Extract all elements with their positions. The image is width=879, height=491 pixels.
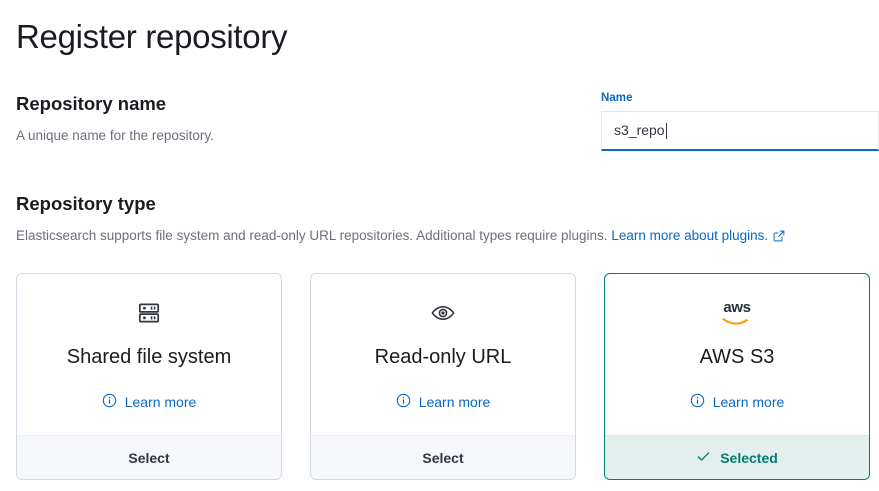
- repository-name-description: A unique name for the repository.: [16, 128, 214, 144]
- card-body: aws AWS S3 Learn more: [605, 274, 869, 435]
- repository-name-info: Repository name A unique name for the re…: [16, 93, 601, 146]
- card-learn-more-link[interactable]: Learn more: [102, 393, 197, 411]
- aws-swoosh-icon: [722, 318, 749, 325]
- repository-type-description: Elasticsearch supports file system and r…: [16, 226, 879, 248]
- info-circle-icon: [690, 393, 705, 411]
- aws-logo-icon: aws: [722, 298, 752, 328]
- repository-type-card-aws-s3[interactable]: aws AWS S3 Learn more: [604, 273, 870, 481]
- repository-type-card-read-only-url[interactable]: Read-only URL Learn more Select: [310, 273, 576, 481]
- card-body: Read-only URL Learn more: [311, 274, 575, 435]
- card-title: Shared file system: [66, 346, 232, 369]
- aws-wordmark: aws: [723, 299, 751, 317]
- card-learn-more-label: Learn more: [124, 394, 197, 411]
- name-input-value: s3_repo: [614, 122, 665, 138]
- card-action-label: Select: [422, 449, 464, 466]
- repository-type-description-text: Elasticsearch supports file system and r…: [16, 227, 608, 243]
- card-action-label: Select: [128, 449, 170, 466]
- card-action-label: Selected: [720, 449, 778, 466]
- card-learn-more-link[interactable]: Learn more: [690, 393, 785, 411]
- card-select-button[interactable]: Select: [311, 435, 575, 480]
- card-learn-more-label: Learn more: [418, 394, 491, 411]
- card-select-button[interactable]: Select: [17, 435, 281, 480]
- info-circle-icon: [102, 393, 117, 411]
- text-cursor: [665, 123, 667, 139]
- name-field-label: Name: [601, 92, 633, 104]
- server-rack-icon: [136, 298, 162, 328]
- card-selected-button[interactable]: Selected: [605, 435, 869, 480]
- card-title: AWS S3: [699, 346, 775, 369]
- card-learn-more-label: Learn more: [712, 394, 785, 411]
- eye-icon: [430, 298, 456, 328]
- external-link-icon: [773, 228, 785, 248]
- page-title: Register repository: [16, 18, 288, 55]
- repository-type-section: Repository type Elasticsearch supports f…: [16, 193, 879, 481]
- check-icon: [696, 449, 711, 467]
- card-body: Shared file system Learn more: [17, 274, 281, 435]
- repository-type-cards: Shared file system Learn more Select: [16, 273, 879, 481]
- card-learn-more-link[interactable]: Learn more: [396, 393, 491, 411]
- learn-more-about-plugins-link[interactable]: Learn more about plugins.: [611, 227, 769, 243]
- repository-name-field-wrapper: Name s3_repo: [601, 92, 879, 151]
- info-circle-icon: [396, 393, 411, 411]
- card-title: Read-only URL: [374, 346, 512, 369]
- repository-type-heading: Repository type: [16, 192, 156, 214]
- repository-name-heading: Repository name: [16, 93, 167, 114]
- name-input[interactable]: s3_repo: [601, 110, 879, 151]
- repository-type-card-shared-file-system[interactable]: Shared file system Learn more Select: [16, 273, 282, 481]
- repository-name-section: Repository name A unique name for the re…: [16, 92, 879, 151]
